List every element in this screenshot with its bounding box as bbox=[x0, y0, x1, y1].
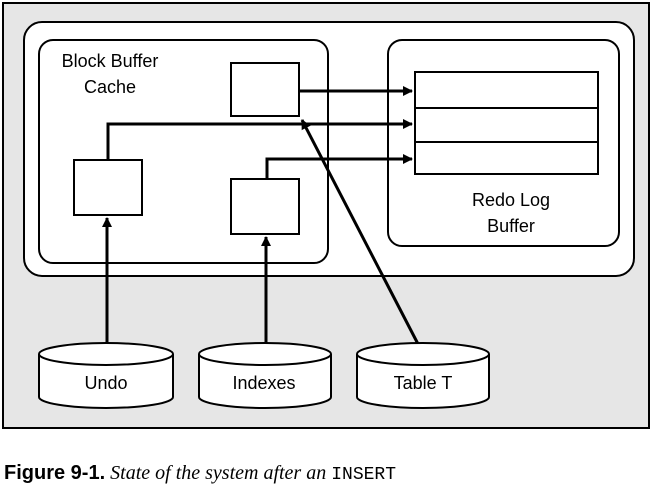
store-indexes: Indexes bbox=[198, 342, 332, 409]
cache-block-table bbox=[230, 62, 300, 117]
cache-block-index bbox=[230, 178, 300, 235]
store-indexes-label: Indexes bbox=[232, 373, 295, 393]
store-table-t-label: Table T bbox=[394, 373, 453, 393]
arrow-undo-block-to-redo bbox=[106, 119, 413, 160]
store-undo: Undo bbox=[38, 342, 174, 409]
arrow-index-block-to-redo bbox=[265, 154, 413, 179]
store-undo-label: Undo bbox=[84, 373, 127, 393]
redo-log-buffer-label-line2: Buffer bbox=[487, 216, 535, 236]
store-table-t: Table T bbox=[356, 342, 490, 409]
redo-log-buffer-label-line1: Redo Log bbox=[472, 190, 550, 210]
cache-block-undo bbox=[73, 159, 143, 216]
arrow-table-to-cache bbox=[300, 119, 420, 345]
figure-number: Figure 9-1. bbox=[4, 462, 106, 484]
figure-caption-text: State of the system after an bbox=[110, 462, 327, 484]
redo-log-entry bbox=[414, 107, 599, 143]
redo-log-entry bbox=[414, 71, 599, 109]
block-buffer-cache-label-line2: Cache bbox=[84, 77, 136, 97]
block-buffer-cache-label-line1: Block Buffer bbox=[62, 51, 159, 71]
redo-log-entry bbox=[414, 141, 599, 175]
figure-caption: Figure 9-1. State of the system after an… bbox=[4, 461, 649, 487]
figure-caption-code: INSERT bbox=[331, 465, 397, 485]
